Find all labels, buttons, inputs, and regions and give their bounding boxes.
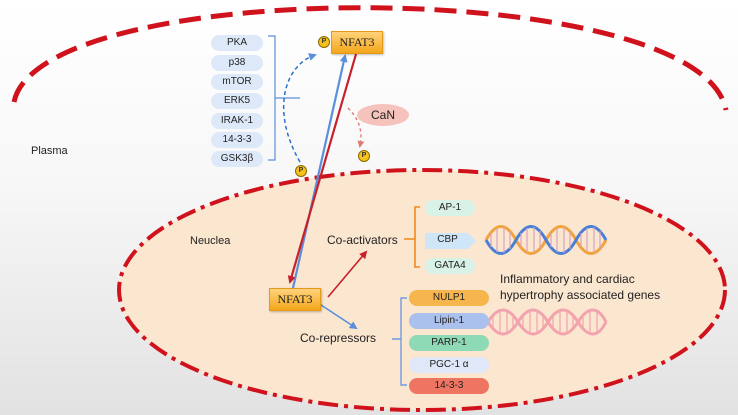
- coactivator-arrow: [327, 250, 368, 298]
- corepressor-nulp1: NULP1: [409, 290, 489, 306]
- nfat3-cytoplasm: NFAT3: [331, 31, 383, 54]
- plasma-membrane: [11, 5, 729, 111]
- genes-label-line2: hypertrophy associated genes: [500, 288, 661, 302]
- kinase-irak1: IRAK-1: [211, 113, 263, 129]
- corepressor-parp1: PARP-1: [409, 335, 489, 351]
- kinase-pka: PKA: [211, 35, 263, 51]
- dephosphorylation-arrow: [347, 107, 365, 148]
- plasma-label: Plasma: [31, 145, 68, 157]
- nfat3-nucleus: NFAT3: [269, 288, 321, 311]
- coactivator-gata4: GATA4: [425, 258, 475, 274]
- phosphate-badge-kinase: P: [295, 165, 307, 177]
- corepressor-bracket: [392, 297, 407, 386]
- kinase-mtor: mTOR: [211, 74, 263, 90]
- kinase-bracket: [268, 35, 300, 161]
- genes-label-line1: Inflammatory and cardiac: [500, 272, 635, 286]
- phosphate-badge-nfat: P: [318, 36, 330, 48]
- kinase-p38: p38: [211, 55, 263, 71]
- corepressors-label: Co-repressors: [300, 331, 377, 345]
- phosphate-badge-released: P: [358, 150, 370, 162]
- corepressor-pgc1a: PGC-1 α: [409, 357, 489, 373]
- corepressor-lipin1: Lipin-1: [409, 313, 489, 329]
- calcineurin: CaN: [357, 104, 409, 126]
- cbp-shape: [425, 233, 476, 249]
- kinase-gsk3b: GSK3β: [211, 151, 263, 167]
- export-arrow: [291, 54, 348, 289]
- kinase-14-3-3: 14-3-3: [211, 132, 263, 148]
- coactivator-cbp: CBP: [437, 234, 458, 245]
- dna-helix-active: [484, 225, 608, 255]
- phosphorylation-arrow: [283, 53, 317, 163]
- dna-helix-repressed: [486, 308, 608, 336]
- coactivator-ap1: AP-1: [425, 200, 475, 216]
- nucleus-label: Neuclea: [190, 235, 231, 247]
- corepressor-arrow: [317, 302, 358, 330]
- coactivators-label: Co-activators: [327, 233, 398, 247]
- corepressor-14-3-3: 14-3-3: [409, 378, 489, 394]
- kinase-erk5: ERK5: [211, 93, 263, 109]
- import-arrow: [287, 53, 358, 284]
- coactivator-bracket: [404, 206, 420, 268]
